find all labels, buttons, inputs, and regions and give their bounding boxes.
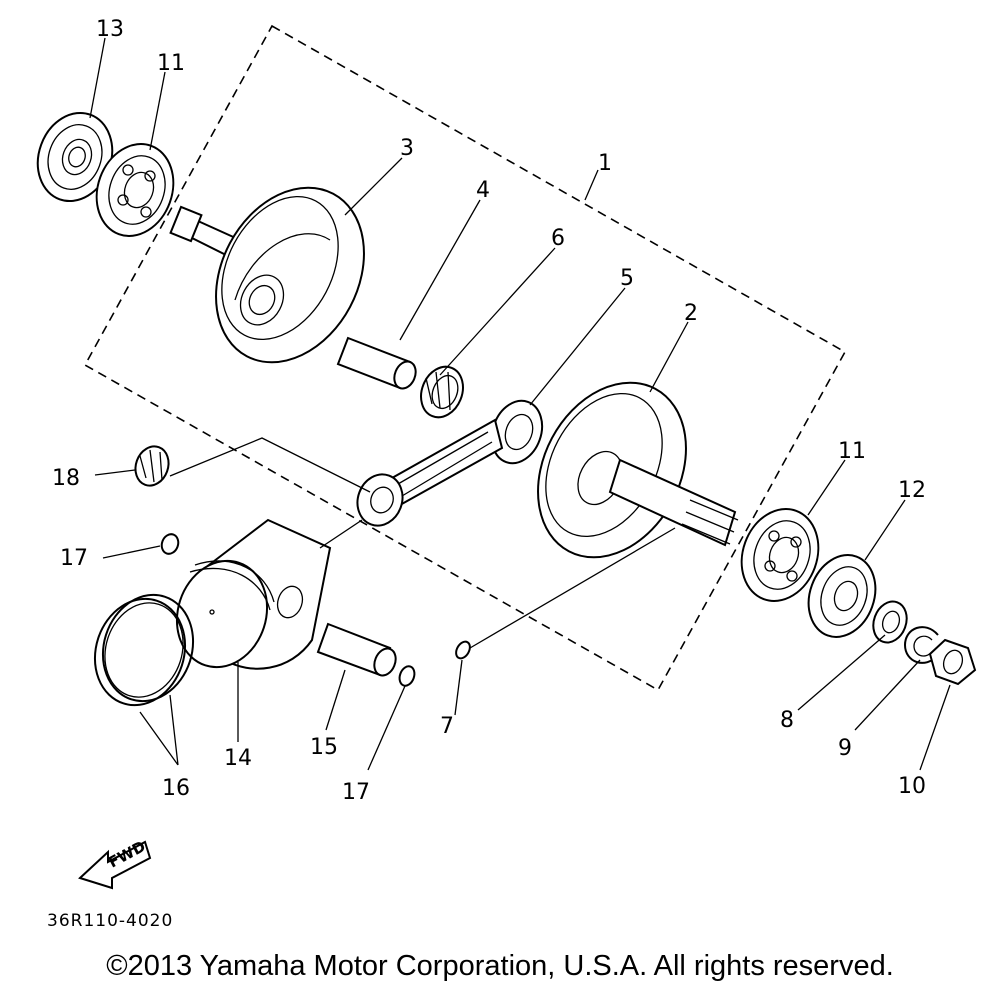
- lock-washer-9: [903, 626, 939, 664]
- piston-rings-16: [93, 593, 195, 707]
- oil-seal-12: [807, 554, 877, 638]
- callout-14: 14: [224, 746, 252, 771]
- part-code: 36R110-4020: [47, 911, 173, 931]
- callout-10: 10: [898, 774, 926, 799]
- leader-lines: [89, 37, 951, 771]
- callout-2: 2: [684, 301, 698, 326]
- washer-8: [872, 600, 908, 644]
- crankshaft-assembly-boundary: [83, 24, 847, 692]
- callout-5: 5: [620, 266, 634, 291]
- callout-16: 16: [162, 776, 190, 801]
- bearing-11-right: [740, 508, 820, 602]
- piston-14: [175, 518, 332, 670]
- callout-8: 8: [780, 708, 794, 733]
- crank-half-2: [537, 381, 739, 559]
- callout-3: 3: [400, 136, 414, 161]
- fwd-arrow-icon: FWD: [78, 837, 152, 890]
- callout-12: 12: [898, 478, 926, 503]
- circlip-17-upper: [160, 533, 180, 555]
- callout-4: 4: [476, 178, 490, 203]
- small-end-bearing-18: [134, 445, 170, 487]
- key-7: [455, 640, 471, 660]
- crank-half-3: [169, 186, 365, 364]
- callout-labels: 13 11 3 1 4 6 5 2 11 12 18 17 7 8 9 10 1…: [52, 17, 926, 805]
- copyright-notice: ©2013 Yamaha Motor Corporation, U.S.A. A…: [106, 950, 894, 982]
- circlip-17-lower: [398, 665, 416, 687]
- crank-pin-4: [336, 336, 417, 390]
- callout-11-left: 11: [157, 51, 185, 76]
- callout-13: 13: [96, 17, 124, 42]
- callout-9: 9: [838, 736, 852, 761]
- callout-7: 7: [440, 714, 454, 739]
- piston-pin-15: [316, 622, 397, 677]
- needle-bearing-6: [420, 365, 464, 419]
- callout-1: 1: [598, 151, 612, 176]
- nut-10: [928, 638, 977, 686]
- callout-6: 6: [551, 226, 565, 251]
- callout-11-right: 11: [838, 439, 866, 464]
- connecting-rod-5: [356, 399, 544, 527]
- callout-17-upper: 17: [60, 546, 88, 571]
- callout-18: 18: [52, 466, 80, 491]
- callout-15: 15: [310, 735, 338, 760]
- callout-17-lower: 17: [342, 780, 370, 805]
